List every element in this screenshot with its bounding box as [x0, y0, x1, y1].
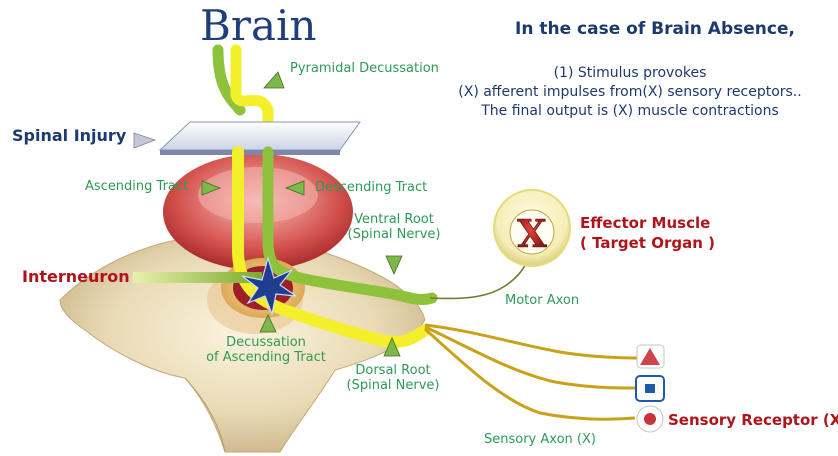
label-spinal-injury: Spinal Injury [12, 127, 126, 145]
dorsal-root-line-2: (Spinal Nerve) [340, 379, 446, 394]
label-descending-tract: Descending Tract [315, 181, 427, 196]
spinal-injury-pointer [134, 133, 155, 148]
pyramidal-pointer [264, 72, 284, 88]
receptor-circle [637, 406, 663, 432]
effector-x-mark: X [517, 211, 547, 256]
effector-line-1: Effector Muscle [580, 213, 715, 233]
title: Brain [200, 2, 316, 50]
label-effector-muscle: Effector Muscle ( Target Organ ) [580, 213, 715, 254]
label-ventral-root: Ventral Root (Spinal Nerve) [340, 213, 448, 243]
receptor-square [636, 376, 664, 401]
description-line-1: (1) Stimulus provokes [440, 64, 820, 83]
ventral-root-line-1: Ventral Root [340, 213, 448, 228]
receptor-triangle [637, 345, 664, 368]
ventral-root-line-2: (Spinal Nerve) [340, 228, 448, 243]
description-line-2: (X) afferent impulses from(X) sensory re… [440, 83, 820, 102]
label-decussation-ascending: Decussation of Ascending Tract [198, 336, 334, 366]
decussation-line-2: of Ascending Tract [198, 351, 334, 366]
decussation-line-1: Decussation [198, 336, 334, 351]
description-line-3: The final output is (X) muscle contracti… [440, 102, 820, 121]
spinal-disc [163, 154, 353, 270]
dorsal-root-line-1: Dorsal Root [340, 364, 446, 379]
interneuron-bar [133, 272, 262, 283]
label-sensory-axon: Sensory Axon (X) [484, 433, 596, 448]
label-interneuron: Interneuron [22, 268, 130, 286]
label-dorsal-root: Dorsal Root (Spinal Nerve) [340, 364, 446, 394]
heading: In the case of Brain Absence, [515, 20, 795, 40]
sensory-axons [425, 325, 640, 419]
label-sensory-receptor: Sensory Receptor (X) [668, 412, 838, 429]
effector-line-2: ( Target Organ ) [580, 233, 715, 253]
description: (1) Stimulus provokes (X) afferent impul… [440, 64, 820, 121]
label-motor-axon: Motor Axon [505, 294, 579, 309]
spinal-injury-plate [160, 122, 360, 155]
label-ascending-tract: Ascending Tract [85, 180, 188, 195]
ventral-root-pointer [386, 256, 402, 274]
label-pyramidal-decussation: Pyramidal Decussation [290, 62, 439, 77]
